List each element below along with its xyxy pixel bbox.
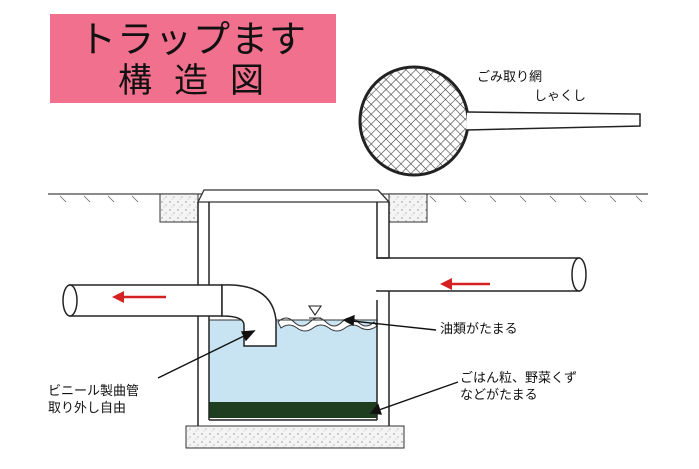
tank-walls [197,202,390,428]
label-pipe-line2: 取り外し自由 [48,401,127,416]
page-title: トラップます [79,18,307,61]
concrete-collar-left [159,193,199,223]
sediment-layer [209,402,377,418]
label-net-line1: ごみ取り網 [477,70,543,85]
water-level-triangle-icon [307,305,323,319]
concrete-collar-right [388,193,428,223]
water-body [209,320,377,408]
label-net-line2: しゃくし [534,89,587,104]
flow-arrow-icon [440,278,490,290]
label-oil: 油類がたまる [440,322,518,337]
label-sediment-line1: ごはん粒、野菜くず [460,371,578,386]
net-ladle-icon [358,65,641,177]
base-slab [185,425,405,449]
label-sediment-line2: などがたまる [460,388,538,403]
outlet-pipe [62,284,277,347]
inlet-pipe [376,257,587,292]
callout-arrows [157,314,459,415]
trap-lid [196,189,391,203]
flow-arrow-icon [112,291,166,303]
label-pipe-line1: ビニール製曲管 [48,384,140,399]
title-box: トラップます 構造図 [50,14,336,103]
page-subtitle: 構造図 [118,61,286,101]
